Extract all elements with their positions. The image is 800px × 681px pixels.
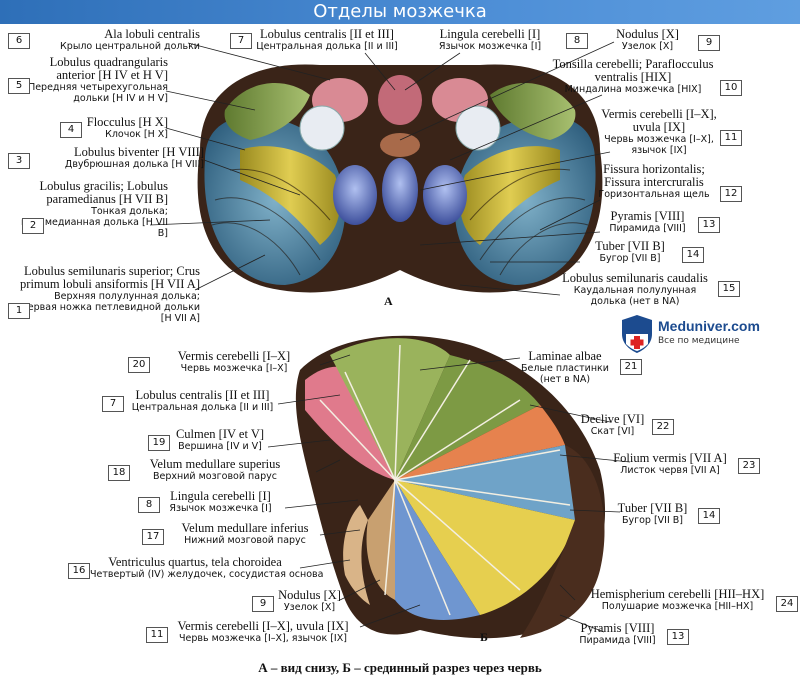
number-9-a: 9 — [698, 35, 720, 51]
brand-shield-icon — [622, 315, 652, 353]
right-peduncle-cut — [455, 105, 501, 151]
brand-tagline: Все по медицине — [658, 336, 740, 346]
number-20: 20 — [128, 357, 150, 373]
label-nodulus-a: Nodulus [X]Узелок [X] — [616, 27, 679, 53]
number-8-a: 8 — [566, 33, 588, 49]
label-vermis-b: Vermis cerebelli [I–X]Червь мозжечка [I–… — [177, 349, 291, 375]
number-5: 5 — [8, 78, 30, 94]
number-21: 21 — [620, 359, 642, 375]
label-lobulus-semilunaris-superior: Lobulus semilunaris superior; Crus primu… — [20, 264, 200, 325]
anatomy-illustration — [149, 41, 631, 639]
right-quadrangular — [490, 83, 576, 140]
label-lobulus-biventer: Lobulus biventer [H VIII]Двубрюшная доль… — [64, 145, 204, 171]
number-14-b: 14 — [698, 508, 720, 524]
number-8-b: 8 — [138, 497, 160, 513]
label-pyramis-a: Pyramis [VIII]Пирамида [VIII] — [609, 209, 686, 235]
label-vermis-uvula-b: Vermis cerebelli [I–X], uvula [IX]Червь … — [177, 619, 349, 645]
label-nodulus-b: Nodulus [X]Узелок [X] — [278, 588, 341, 614]
number-13-b: 13 — [667, 629, 689, 645]
label-pyramis-b: Pyramis [VIII]Пирамида [VIII] — [579, 621, 656, 647]
number-6: 6 — [8, 33, 30, 49]
blue-tuber — [395, 445, 577, 520]
number-19: 19 — [148, 435, 170, 451]
label-lingula-b: Lingula cerebelli [I]Язычок мозжечка [I] — [169, 489, 272, 515]
left-biventer — [240, 146, 340, 245]
label-vermis-uvula-a: Vermis cerebelli [I–X], uvula [IX]Червь … — [601, 107, 717, 157]
number-7-a: 7 — [230, 33, 252, 49]
right-biventer — [460, 146, 560, 245]
label-lobulus-quadrangularis: Lobulus quadrangularis anterior [H IV et… — [28, 55, 168, 105]
green-declive — [395, 355, 540, 480]
label-tuber-a: Tuber [VII B]Бугор [VII B] — [595, 239, 665, 265]
number-2: 2 — [22, 218, 44, 234]
blue-uvula — [395, 480, 480, 620]
label-flocculus: Flocculus [H X]Клочок [H X] — [86, 115, 168, 141]
figure-a-letter: А — [384, 294, 393, 308]
green-culmen — [330, 338, 450, 480]
number-18: 18 — [108, 465, 130, 481]
number-11-a: 11 — [720, 130, 742, 146]
fourth-ventricle — [343, 505, 370, 605]
number-22: 22 — [652, 419, 674, 435]
label-declive: Declive [VI]Скат [VI] — [580, 412, 645, 438]
number-14-a: 14 — [682, 247, 704, 263]
yellow-pyramis — [395, 480, 575, 615]
number-24: 24 — [776, 596, 798, 612]
pink-lobules — [305, 366, 395, 480]
left-quadrangular — [224, 83, 310, 140]
leader-lines — [149, 41, 631, 633]
lingula — [378, 75, 422, 125]
left-peduncle-cut — [299, 105, 345, 151]
label-folium-vermis: Folium vermis [VII A]Листок червя [VII A… — [613, 451, 727, 477]
number-15: 15 — [718, 281, 740, 297]
number-4: 4 — [60, 122, 82, 138]
number-9-b: 9 — [252, 596, 274, 612]
label-hemispherium: Hemispherium cerebelli [HII–HX]Полушарие… — [590, 587, 765, 613]
number-3: 3 — [8, 153, 30, 169]
label-lobulus-centralis-a: Lobulus centralis [II et III]Центральная… — [256, 27, 398, 53]
left-tonsil — [333, 165, 377, 225]
number-13-a: 13 — [698, 217, 720, 233]
number-7-b: 7 — [102, 396, 124, 412]
title-bar — [0, 0, 800, 24]
label-tuber-b: Tuber [VII B]Бугор [VII B] — [617, 501, 688, 527]
figure-b-section — [295, 335, 606, 639]
figure-a-cerebellum — [197, 64, 603, 293]
number-23: 23 — [738, 458, 760, 474]
figure-caption: А – вид снизу, Б – срединный разрез чере… — [258, 660, 542, 675]
number-17: 17 — [142, 529, 164, 545]
label-lobulus-gracilis: Lobulus gracilis; Lobulus paramedianus [… — [20, 179, 168, 240]
label-lingula-a: Lingula cerebelli [I]Язычок мозжечка [I] — [438, 27, 542, 53]
uvula — [382, 158, 418, 222]
laminae-albae-lines — [319, 344, 571, 616]
number-12: 12 — [720, 186, 742, 202]
label-tonsilla: Tonsilla cerebelli; Paraflocculus ventra… — [552, 57, 714, 96]
brand-block: Meduniver.com Все по медицине — [616, 312, 766, 356]
right-tonsil — [423, 165, 467, 225]
number-11-b: 11 — [146, 627, 168, 643]
label-culmen: Culmen [IV et V]Вершина [IV и V] — [175, 427, 265, 453]
hemisphere-edge — [520, 445, 605, 638]
nodulus — [380, 133, 420, 157]
label-fissura-horizontalis: Fissura horizontalis; Fissura intercrura… — [598, 162, 710, 201]
number-1: 1 — [8, 303, 30, 319]
number-10: 10 — [720, 80, 742, 96]
label-lobulus-centralis-b: Lobulus centralis [II et III]Центральная… — [131, 388, 274, 414]
figure-b-letter: Б — [480, 630, 488, 644]
figure-title: Отделы мозжечка — [313, 1, 487, 22]
orange-folium — [395, 405, 565, 480]
number-16: 16 — [68, 563, 90, 579]
brand-name: Meduniver.com — [658, 318, 760, 334]
folia-lines-a — [211, 168, 589, 276]
